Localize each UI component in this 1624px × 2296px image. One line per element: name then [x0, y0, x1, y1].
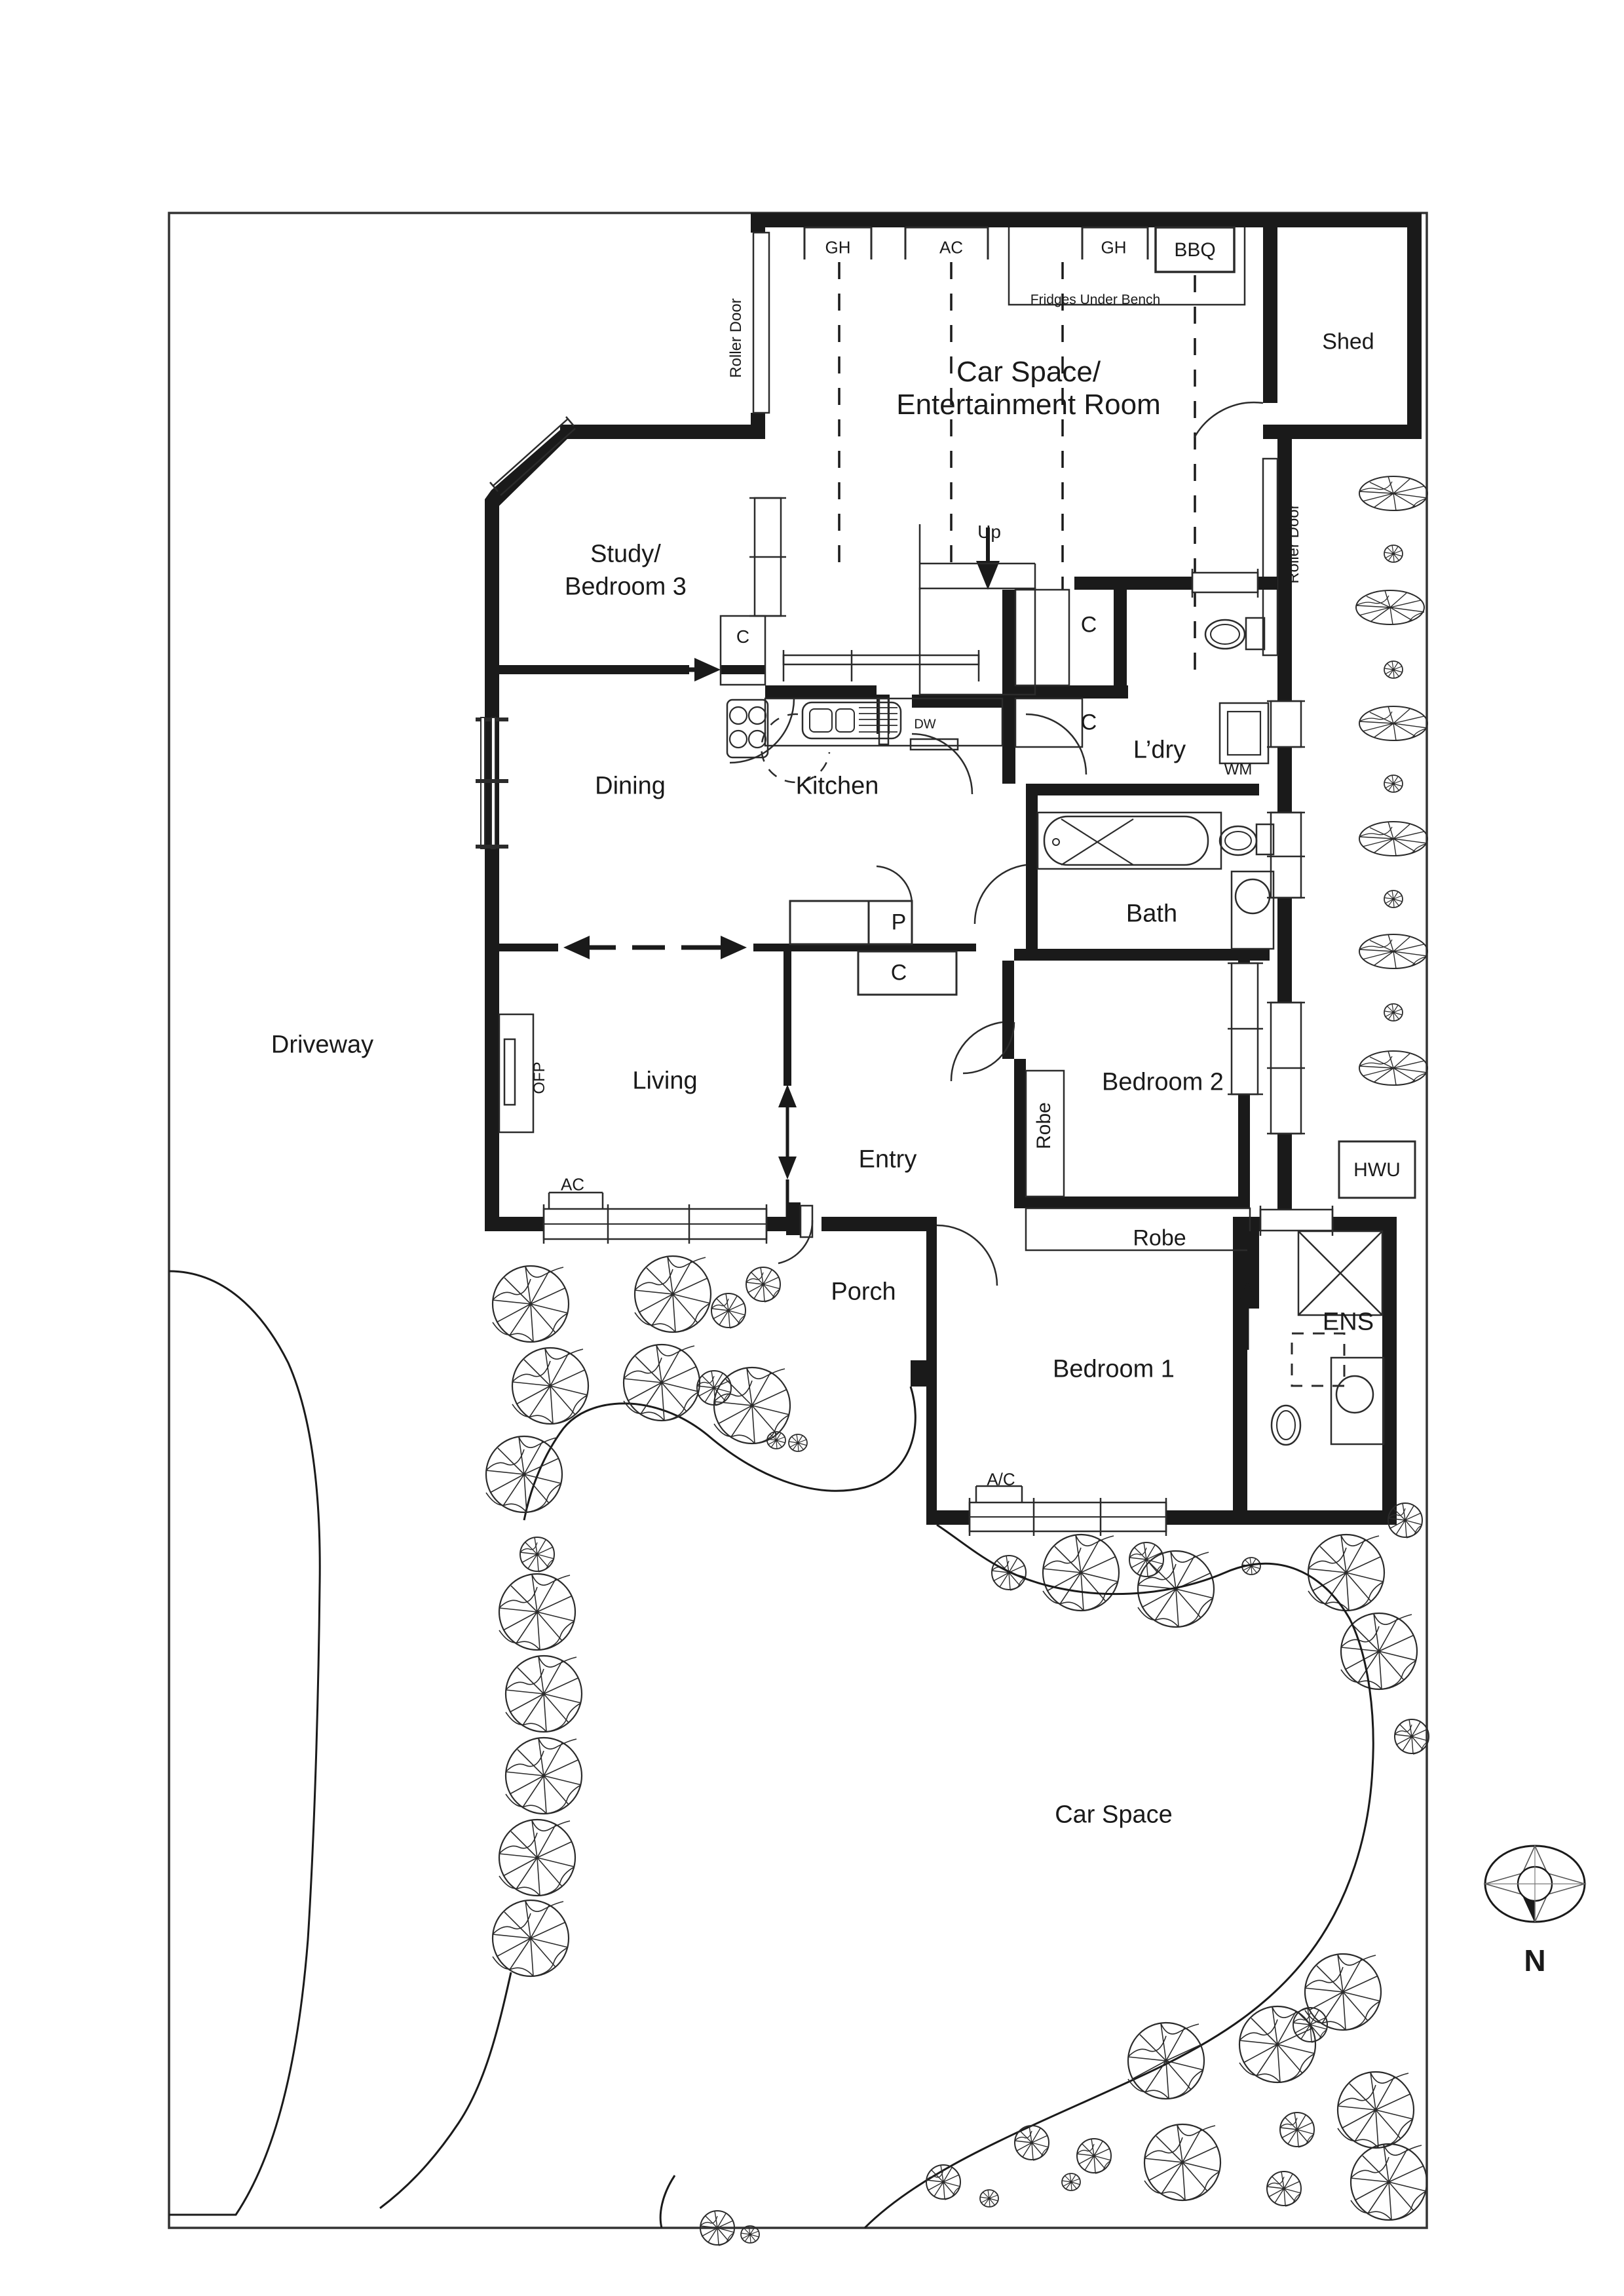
- room-label-bedroom2: Bedroom 2: [1102, 1068, 1224, 1096]
- annotation-cupboard-living: C: [890, 960, 907, 985]
- room-label-shed: Shed: [1322, 329, 1374, 354]
- annotation-ac-garage: AC: [939, 237, 964, 258]
- room-label-living: Living: [632, 1067, 698, 1095]
- room-label-car-space-front: Car Space: [1055, 1801, 1173, 1829]
- room-label-car-space-entertainment-line1: Car Space/: [956, 356, 1101, 388]
- room-label-entry: Entry: [858, 1145, 917, 1174]
- room-label-study-line1: Study/: [590, 540, 661, 568]
- annotation-robe-bedroom2: Robe: [1033, 1102, 1055, 1149]
- room-label-study-line2: Bedroom 3: [565, 573, 687, 601]
- annotation-pantry: P: [891, 909, 907, 935]
- annotation-cupboard-kitchen: C: [736, 626, 750, 647]
- annotation-bbq: BBQ: [1174, 239, 1216, 261]
- annotation-gh-right: GH: [1101, 237, 1127, 258]
- annotation-washing-machine: WM: [1224, 761, 1253, 778]
- compass-north-label: N: [1524, 1943, 1546, 1978]
- room-label-bath: Bath: [1125, 900, 1178, 928]
- annotation-fridges-under-bench: Fridges Under Bench: [1030, 292, 1161, 307]
- room-label-driveway: Driveway: [271, 1031, 374, 1059]
- annotation-hwu: HWU: [1353, 1159, 1401, 1181]
- annotation-roller-door-right: Roller Door: [1285, 504, 1302, 584]
- room-label-ensuite: ENS: [1322, 1308, 1374, 1336]
- annotation-roller-door-top: Roller Door: [727, 298, 745, 378]
- annotation-up: Up: [977, 522, 1001, 542]
- annotation-cupboard-hall-upper: C: [1080, 612, 1097, 638]
- annotation-ac-bedroom1: A/C: [987, 1469, 1015, 1489]
- room-label-dining: Dining: [595, 772, 666, 800]
- room-label-bedroom1: Bedroom 1: [1053, 1355, 1175, 1383]
- room-label-car-space-entertainment-line2: Entertainment Room: [896, 389, 1161, 421]
- room-label-porch: Porch: [831, 1278, 896, 1306]
- room-label-kitchen: Kitchen: [795, 772, 879, 800]
- room-label-laundry: L’dry: [1133, 736, 1186, 764]
- annotation-robe-bedroom1: Robe: [1133, 1225, 1186, 1251]
- annotation-ac-living: AC: [560, 1174, 585, 1195]
- annotation-gh-left: GH: [825, 237, 851, 258]
- annotation-cupboard-hall-lower: C: [1080, 710, 1097, 735]
- annotation-dishwasher: DW: [914, 717, 936, 732]
- annotation-ofp: OFP: [531, 1062, 548, 1094]
